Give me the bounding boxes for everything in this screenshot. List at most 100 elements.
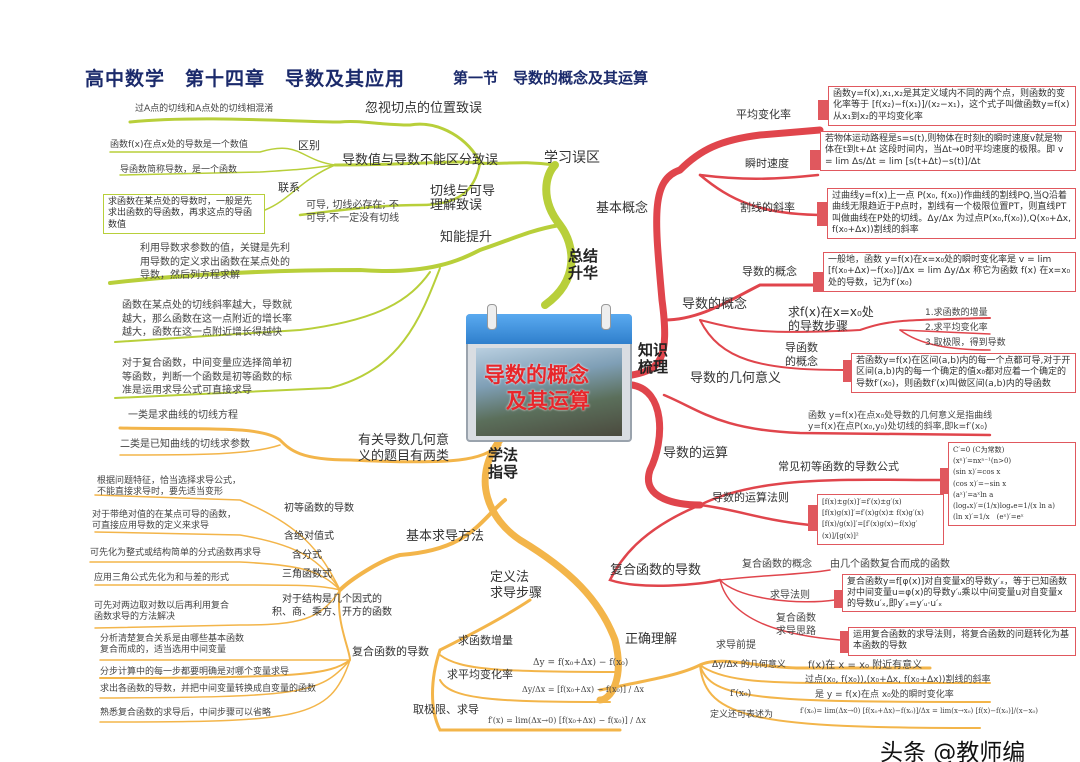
- red-branch: [608, 503, 722, 587]
- derived-function-label: 导函数 的概念: [785, 341, 818, 368]
- concept-label: 平均变化率: [736, 108, 791, 121]
- derivative-def-label: 导数的概念: [742, 265, 797, 278]
- formula: (logₐx)′=(1/x)logₐe=1/(x ln a): [953, 501, 1055, 510]
- box-tab: [810, 150, 820, 170]
- basic-method-detail: 根据问题特征，恰当选择求导公式， 不能直接求导时，要先适当变形: [97, 476, 242, 498]
- composite-concept-label: 复合函数的概念: [742, 559, 812, 570]
- red-branch: [698, 173, 820, 180]
- composite-rule-label: 求导法则: [770, 590, 810, 601]
- green-branch: [114, 267, 441, 399]
- composite-method-item: 求出各函数的导数，并把中间变量转换成自变量的函数: [100, 684, 317, 694]
- understand-item-detail: f(x)在 x = x₀ 附近有意义: [808, 660, 923, 671]
- mistakes-label: 学习误区: [544, 150, 600, 166]
- formula: (ln x)′=1/x (eˣ)′=eˣ: [953, 513, 1024, 522]
- definition-step-formula: Δy/Δx = [f(x₀+Δx) − f(x₀)] / Δx: [522, 685, 645, 694]
- basic-method-detail: 对于带绝对值的在某点可导的函数， 可直接应用导数的定义来求导: [92, 510, 237, 532]
- geometry-problems-label: 有关导数几何意 义的题目有两类: [358, 433, 450, 464]
- definition-steps-label: 定义法 求导步骤: [490, 570, 543, 601]
- rules-box: [f(x)±g(x)]′=f′(x)±g′(x) [f(x)g(x)]′=f′(…: [817, 494, 944, 545]
- basic-methods-label: 基本求导方法: [406, 529, 485, 544]
- red-branch: [698, 173, 827, 217]
- understand-label: 正确理解: [625, 632, 678, 647]
- composite-method-item: 分析清楚复合关系是由哪些基本函数 复合而成的，适当选用中间变量: [100, 634, 245, 656]
- composite-idea-box: 运用复合函数的求导法则，将复合函数的问题转化为基本函数的导数: [848, 627, 1076, 656]
- understand-item-detail: f′(x₀)= lim(Δx→0) [f(x₀+Δx)−f(x₀)]/Δx = …: [800, 707, 1038, 715]
- green-branch: [128, 117, 482, 165]
- topic-summary: 总结 升华: [568, 247, 599, 283]
- geometry-meaning-detail: 函数 y=f(x)在点x₀处导数的几何意义是指曲线 y=f(x)在点P(x₀,y…: [808, 411, 993, 433]
- concept-detail-box: 函数y=f(x),x₁,x₂是其定义域内不同的两个点，则函数的变化率等于 [f(…: [828, 86, 1076, 126]
- green-branch: [119, 164, 336, 176]
- composite-method-item: 分步计算中的每一步都要明确是对哪个变量求导: [100, 667, 290, 677]
- diff-item: 函数f(x)在点x处的导数是一个数值: [110, 140, 248, 150]
- composite-rule-box: 复合函数y=f[φ(x)]对自变量x的导数y′ₓ，等于已知函数对中间变量u=φ(…: [842, 574, 1076, 613]
- derivative-def-box: 一般地，函数 y=f(x)在x=x₀处的瞬时变化率是 v = lim [f(x₀…: [823, 252, 1076, 292]
- basic-method-detail: 应用三角公式先化为和与差的形式: [94, 573, 230, 583]
- orange-branch: [439, 679, 611, 703]
- orange-branch: [89, 561, 341, 591]
- derivative-step: 2.求平均变化率: [925, 323, 988, 333]
- understand-item-detail: 过点(x₀, f(x₀)),(x₀+Δx, f(x₀+Δx))割线的斜率: [805, 675, 991, 685]
- rule: [f(x)±g(x)]′=f′(x)±g′(x): [822, 498, 902, 506]
- geometry-problem-item: 一类是求曲线的切线方程: [128, 410, 238, 421]
- orange-branch: [94, 589, 341, 629]
- red-branch: [719, 579, 841, 641]
- orange-trunk: [481, 436, 622, 704]
- tangent-position-label: 忽视切点的位置致误: [365, 101, 483, 116]
- green-branch: [264, 164, 336, 211]
- basic-method-label: 含绝对值式: [284, 531, 334, 542]
- green-branch: [114, 271, 431, 343]
- red-branch: [698, 503, 812, 527]
- center-title-line1: 导数的概念: [484, 363, 589, 387]
- composite-method-item: 熟悉复合函数的求导后，中间步骤可以省略: [100, 708, 272, 718]
- improve-item: 对于复合函数，中间变量应选择简单初 等函数，判断一个函数是初等函数的标 准是运用…: [122, 358, 292, 396]
- formula: (xⁿ)′=nxⁿ⁻¹(n>0): [953, 457, 1012, 466]
- ring-icon: [487, 304, 497, 330]
- red-trunk: [628, 381, 704, 509]
- geometry-meaning-label: 导数的几何意义: [690, 371, 782, 386]
- understand-item-label: Δy/Δx 的几何意义: [712, 660, 786, 670]
- definition-step-formula: f′(x) = lim(Δx→0) [f(x₀+Δx) − f(x₀)] / Δ…: [488, 716, 646, 725]
- link-label: 联系: [278, 181, 300, 194]
- link-detail-box: 求函数在某点处的导数时，一般是先求出函数的导函数，再求这点的导函数值: [103, 194, 265, 234]
- concept-label: 割线的斜率: [740, 201, 795, 214]
- box-tab: [843, 360, 853, 382]
- orange-branch: [431, 598, 622, 732]
- basic-concepts-label: 基本概念: [596, 201, 649, 216]
- green-branch: [298, 161, 482, 217]
- diff-label: 区别: [298, 139, 320, 152]
- derivative-step: 3.取极限，得到导数: [925, 338, 1006, 348]
- formulas-box: C′=0 (C为常数) (xⁿ)′=nxⁿ⁻¹(n>0) (sin x)′=co…: [948, 442, 1076, 527]
- tangent-diff-label: 切线与可导 理解致误: [430, 184, 496, 214]
- concept-label: 瞬时速度: [745, 157, 789, 170]
- page-title: 高中数学 第十四章 导数及其应用: [85, 68, 406, 90]
- ring-icon: [601, 304, 611, 330]
- green-trunk: [541, 161, 576, 309]
- definition-step-label: 取极限、求导: [413, 703, 479, 716]
- understand-item-label: 求导前提: [716, 640, 756, 651]
- red-branch: [662, 393, 992, 437]
- basic-method-label: 初等函数的导数: [284, 503, 354, 514]
- orange-branch: [94, 531, 341, 591]
- concept-detail-box: 过曲线y=f(x)上一点 P(x₀, f(x₀))作曲线的割线PQ,当Q沿着曲线…: [827, 188, 1076, 239]
- center-image: [476, 348, 622, 436]
- composite-derivative-label: 复合函数的导数: [610, 563, 702, 578]
- red-branch: [899, 329, 991, 335]
- green-branch: [333, 160, 557, 167]
- orange-branch: [699, 664, 991, 703]
- page-subtitle: 第一节 导数的概念及其运算: [453, 69, 649, 87]
- improve-label: 知能提升: [440, 230, 493, 245]
- orange-branch: [99, 589, 352, 679]
- box-tab: [808, 505, 818, 531]
- improve-item: 利用导数求参数的值，关键是先利 用导数的定义求出函数在某点处的 导数，然后列方程…: [140, 243, 290, 281]
- basic-method-detail: 可先对两边取对数以后再利用复合 函数求导的方法解决: [94, 601, 230, 623]
- orange-branch: [338, 498, 507, 592]
- box-tab: [813, 272, 823, 292]
- orange-branch: [99, 659, 351, 723]
- orange-branch: [94, 584, 341, 591]
- box-tab: [840, 631, 850, 653]
- rule: [f(x)/g(x)]′=[f′(x)g(x)−f(x)g′(x)]/[g(x)…: [822, 520, 918, 540]
- definition-step-label: 求平均变化率: [447, 668, 513, 681]
- derivative-concept-label: 导数的概念: [682, 297, 748, 312]
